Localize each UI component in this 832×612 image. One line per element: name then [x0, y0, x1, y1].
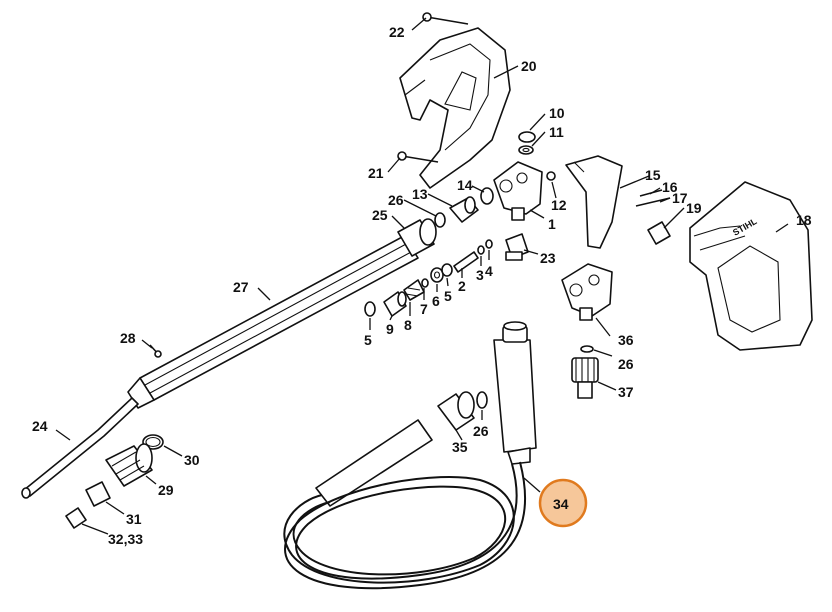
part-8: [403, 279, 425, 301]
label-7: 7: [420, 301, 428, 317]
label-26-lower: 26: [473, 423, 489, 439]
label-9: 9: [386, 321, 394, 337]
label-3: 3: [476, 267, 484, 283]
label-23: 23: [540, 250, 556, 266]
label-34: 34: [553, 496, 569, 512]
label-10: 10: [549, 105, 565, 121]
part-nipple-13: [449, 196, 479, 223]
part-12: [546, 171, 556, 181]
label-18: 18: [796, 212, 812, 228]
part-gun-housing: [399, 27, 511, 189]
part-oring-26b: [580, 345, 594, 353]
part-fitting-37: [571, 357, 599, 399]
label-14: 14: [457, 177, 473, 193]
part-7: [421, 278, 429, 288]
part-nozzle-tip-32-33: [65, 507, 87, 529]
label-27: 27: [233, 279, 249, 295]
part-nozzle-31: [85, 481, 111, 507]
label-4: 4: [485, 263, 493, 279]
highlight-circle-34: [538, 478, 588, 528]
label-24: 24: [32, 418, 48, 434]
label-2: 2: [458, 278, 466, 294]
label-8: 8: [404, 317, 412, 333]
label-5-lower: 5: [364, 332, 372, 348]
part-fitting-35: [437, 391, 475, 431]
label-11: 11: [549, 124, 564, 140]
part-hose-34: [283, 321, 537, 590]
part-wand-tube-27: [127, 235, 419, 409]
part-oring-26c: [476, 391, 488, 409]
part-washer-11: [518, 145, 534, 155]
part-pin-17: [635, 197, 671, 207]
part-handle-18: STIHL: [689, 181, 813, 351]
label-17: 17: [672, 190, 688, 206]
part-lance-24: [21, 397, 139, 499]
label-29: 29: [158, 482, 174, 498]
label-22: 22: [389, 24, 405, 40]
label-35: 35: [452, 439, 468, 455]
part-6: [430, 267, 444, 283]
part-5b: [364, 301, 376, 317]
part-oring-14: [480, 187, 494, 205]
label-16: 16: [662, 179, 678, 195]
label-31: 31: [126, 511, 142, 527]
label-26-right: 26: [618, 356, 634, 372]
part-3: [477, 245, 485, 255]
label-26-upper: 26: [388, 192, 404, 208]
label-20: 20: [521, 58, 537, 74]
part-nut-25: [397, 218, 437, 257]
callout-labels: 22 20 10 11 21 26 13 14 12 15 16 17 19 1…: [32, 24, 812, 547]
part-cap-10: [518, 131, 536, 143]
label-19: 19: [686, 200, 702, 216]
part-nozzle-holder-29: [105, 443, 153, 487]
label-37: 37: [618, 384, 634, 400]
leader-lines: [55, 17, 789, 535]
part-4: [485, 239, 493, 249]
label-36: 36: [618, 332, 634, 348]
part-fitting-23: [505, 233, 529, 261]
part-2: [453, 251, 479, 273]
label-6: 6: [432, 293, 440, 309]
part-trigger-15: [565, 155, 623, 249]
part-screw-28: [149, 344, 162, 358]
label-13: 13: [412, 186, 428, 202]
label-21: 21: [368, 165, 384, 181]
part-valve-body-36: [561, 263, 613, 321]
part-oring-26a: [434, 212, 446, 228]
part-9: [383, 291, 407, 317]
label-30: 30: [184, 452, 200, 468]
part-valve-body-1: [493, 161, 543, 221]
label-25: 25: [372, 207, 388, 223]
label-15: 15: [645, 167, 661, 183]
part-5a: [441, 263, 453, 277]
label-12: 12: [551, 197, 567, 213]
label-5-upper: 5: [444, 288, 452, 304]
part-screw-22: [422, 12, 469, 25]
label-32-33: 32,33: [108, 531, 143, 547]
label-1: 1: [548, 216, 556, 232]
label-28: 28: [120, 330, 136, 346]
part-screw-21: [397, 151, 439, 163]
